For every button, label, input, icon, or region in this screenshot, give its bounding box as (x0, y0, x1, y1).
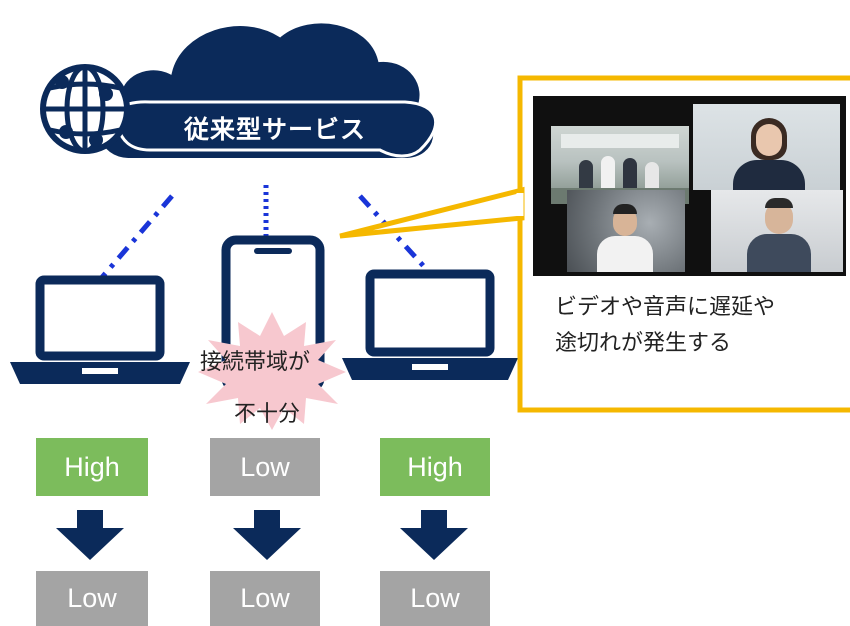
laptop-icon-right (342, 269, 518, 380)
laptop-icon-left (10, 275, 190, 384)
insufficient-bandwidth-burst (198, 312, 346, 430)
link-right (358, 194, 440, 284)
callout-line-1: ビデオや音声に遅延や (555, 295, 776, 320)
quality-before-box: High (380, 438, 490, 496)
quality-after-box: Low (36, 571, 148, 626)
callout-line-2: 途切れが発生する (555, 331, 732, 356)
arrow-down-icon (400, 510, 468, 560)
video-conference-screenshot (533, 96, 846, 276)
burst-line-1: 接続帯域が (200, 350, 311, 375)
quality-before-box: Low (210, 438, 320, 496)
video-tile-man-left (567, 190, 685, 272)
globe-icon (40, 64, 130, 154)
quality-before-box: High (36, 438, 148, 496)
callout-message: ビデオや音声に遅延や 途切れが発生する (555, 290, 845, 362)
video-tile-man-right (711, 190, 843, 272)
video-tile-woman (693, 104, 840, 190)
burst-line-2: 不十分 (234, 402, 301, 427)
link-left (96, 194, 174, 284)
cloud-label: 従来型サービス (183, 115, 366, 144)
quality-after-box: Low (380, 571, 490, 626)
arrow-down-icon (233, 510, 301, 560)
cloud-icon (96, 19, 438, 162)
arrow-down-icon (56, 510, 124, 560)
quality-after-box: Low (210, 571, 320, 626)
